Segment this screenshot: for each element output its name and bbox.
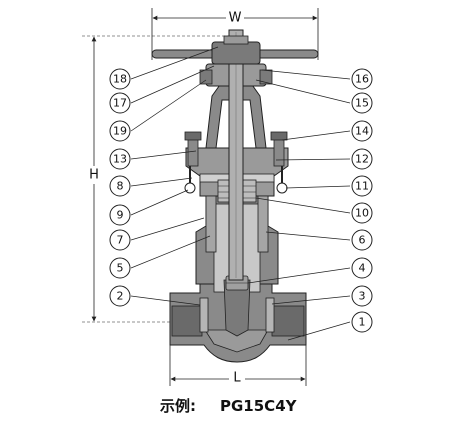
svg-text:18: 18 (113, 73, 127, 86)
callout-3: 3 (351, 285, 373, 307)
handwheel (151, 35, 319, 65)
svg-text:8: 8 (117, 180, 124, 193)
svg-text:15: 15 (355, 97, 369, 110)
callout-12: 12 (351, 148, 373, 170)
stem (228, 29, 244, 281)
callout-18: 18 (109, 68, 131, 90)
svg-text:16: 16 (355, 73, 369, 86)
width-dimension: W (151, 8, 319, 60)
svg-text:1: 1 (359, 316, 366, 329)
svg-text:13: 13 (113, 153, 127, 166)
callout-14: 14 (351, 120, 373, 142)
callout-15: 15 (351, 92, 373, 114)
caption: 示例: PG15C4Y (160, 397, 298, 415)
callout-2: 2 (109, 285, 131, 307)
caption-prefix: 示例: (160, 397, 196, 415)
caption-model: PG15C4Y (220, 397, 298, 415)
callouts-right: 16 15 14 12 11 10 6 4 3 1 (351, 68, 373, 333)
callout-16: 16 (351, 68, 373, 90)
svg-text:19: 19 (113, 125, 127, 138)
callout-9: 9 (109, 204, 131, 226)
svg-text:2: 2 (117, 290, 124, 303)
callout-11: 11 (351, 175, 373, 197)
svg-text:3: 3 (359, 290, 366, 303)
callout-1: 1 (351, 311, 373, 333)
callout-19: 19 (109, 120, 131, 142)
length-label: L (233, 371, 241, 386)
height-label: H (89, 168, 99, 183)
width-label: W (229, 11, 242, 26)
svg-text:9: 9 (117, 209, 124, 222)
svg-text:10: 10 (355, 207, 369, 220)
svg-text:5: 5 (117, 262, 124, 275)
length-dimension: L (169, 345, 307, 386)
callout-8: 8 (109, 175, 131, 197)
callout-13: 13 (109, 148, 131, 170)
svg-text:7: 7 (117, 234, 124, 247)
callout-6: 6 (351, 229, 373, 251)
callout-5: 5 (109, 257, 131, 279)
callouts-left: 18 17 19 13 8 9 7 5 2 (109, 68, 131, 307)
callout-10: 10 (351, 202, 373, 224)
svg-text:4: 4 (359, 262, 366, 275)
svg-text:12: 12 (355, 153, 369, 166)
svg-text:6: 6 (359, 234, 366, 247)
leader-lines (130, 46, 351, 341)
height-dimension: H (82, 35, 232, 323)
svg-text:17: 17 (113, 97, 127, 110)
svg-text:14: 14 (355, 125, 369, 138)
callout-4: 4 (351, 257, 373, 279)
callout-17: 17 (109, 92, 131, 114)
svg-text:11: 11 (355, 180, 369, 193)
callout-7: 7 (109, 229, 131, 251)
